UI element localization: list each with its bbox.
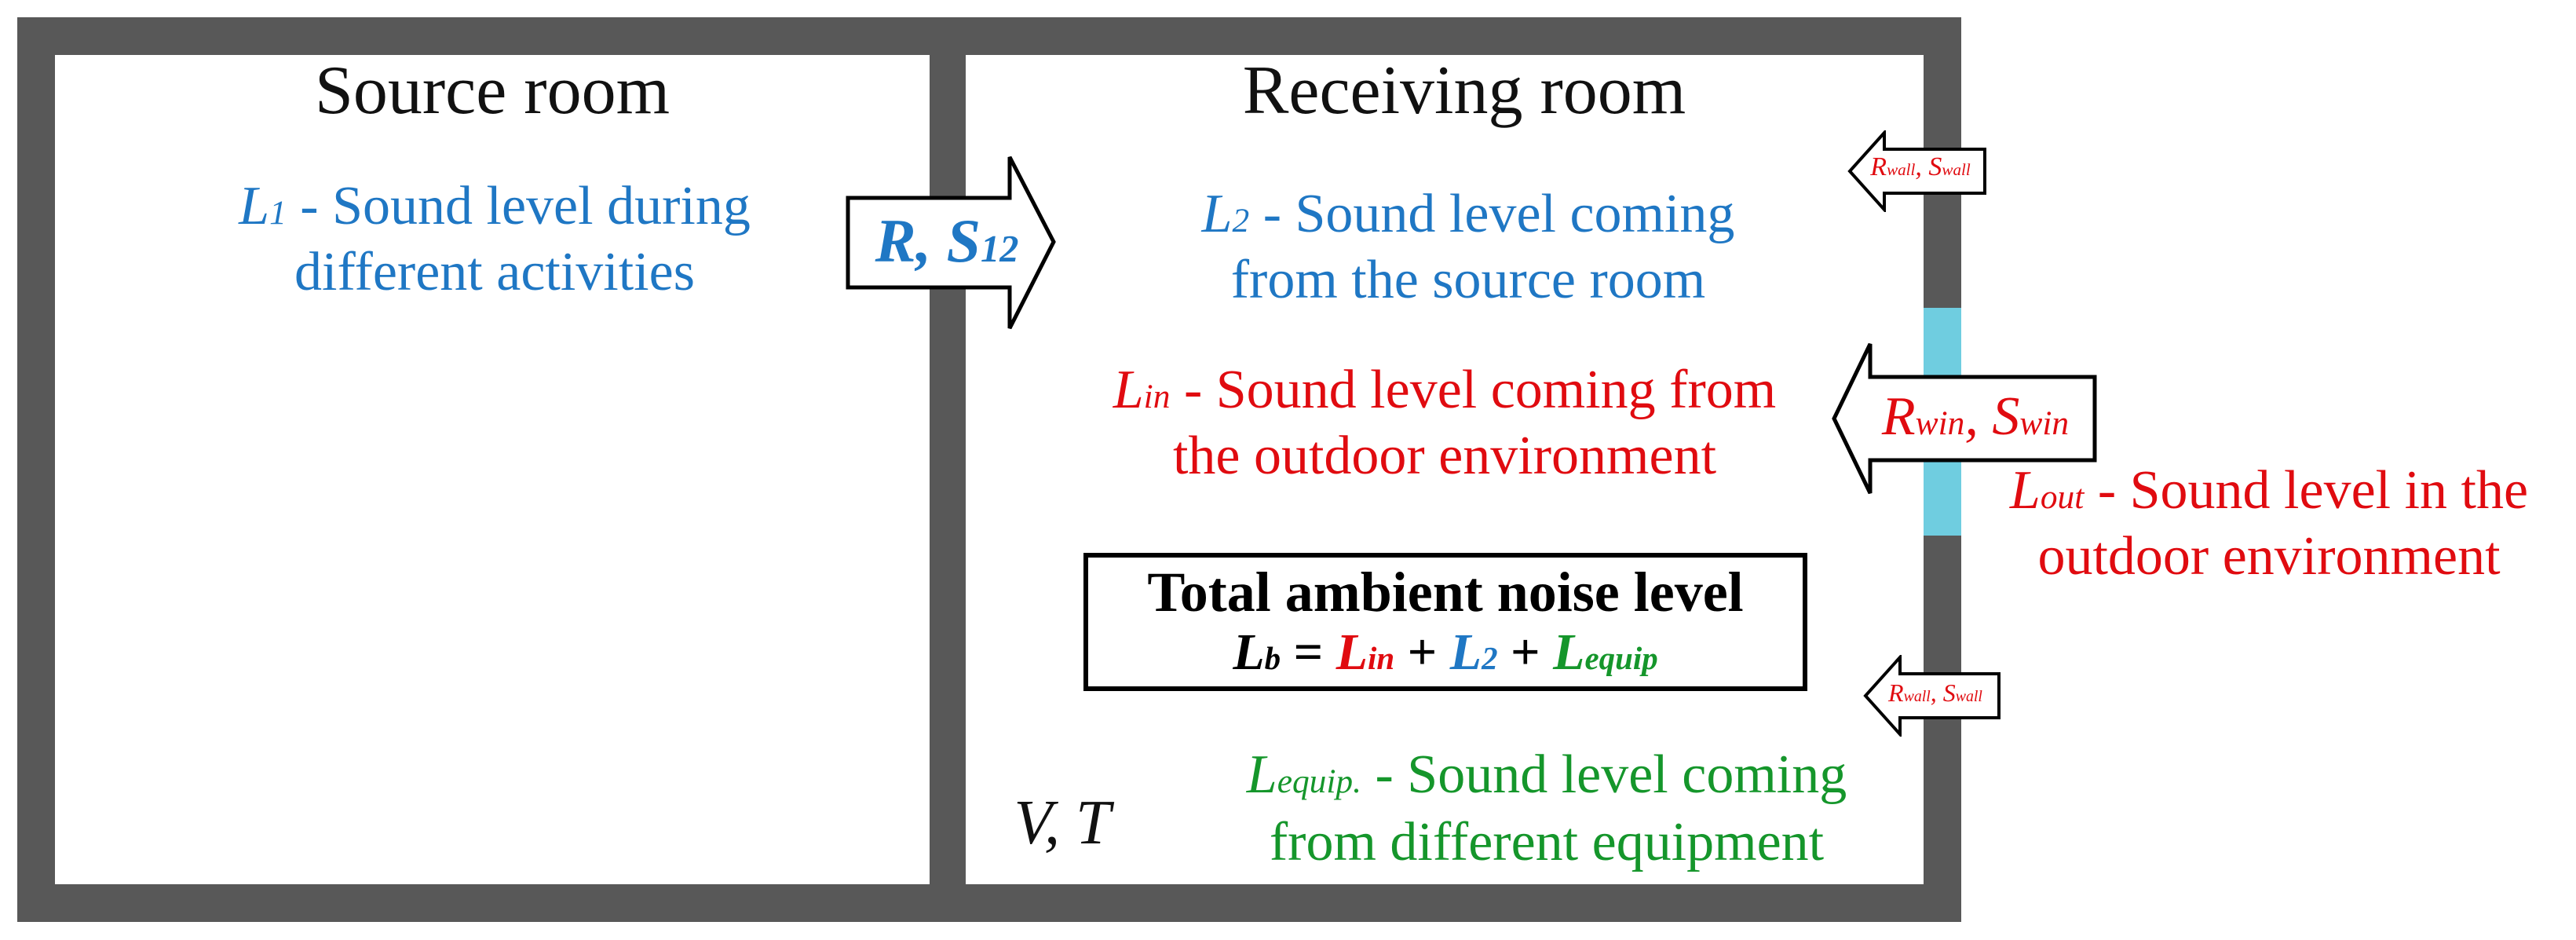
lequip-subscript: equip. — [1277, 763, 1361, 800]
wall-top-r: R — [1870, 152, 1887, 181]
wall-bottom-s: S — [1942, 678, 1956, 707]
receiving-room-title: Receiving room — [1242, 53, 1686, 129]
source-room-title: Source room — [314, 53, 670, 129]
wall-bottom-arrow-label: Rwall, Swall — [1873, 680, 1997, 705]
window-arrow-label: Rwin, Swin — [1858, 390, 2093, 444]
window-sep: , — [1964, 386, 1993, 447]
window-r-sub: win — [1915, 404, 1965, 442]
partition-transmission-arrow: R, S12 — [845, 154, 1057, 335]
l1-symbol: L — [239, 176, 270, 236]
lin-line1: - Sound level coming from — [1170, 360, 1777, 420]
lout-subscript: out — [2040, 478, 2085, 516]
l1-description: L1 - Sound level during different activi… — [118, 179, 871, 300]
window-arrow: Rwin, Swin — [1831, 341, 2098, 496]
wall-top-r-sub: wall — [1887, 160, 1916, 179]
partition-arrow-shape — [846, 155, 1056, 330]
total-noise-equation: Lb = Lin + L2 + Lequip — [1088, 627, 1803, 678]
lout-symbol: L — [2009, 460, 2041, 521]
lout-line1: - Sound level in the — [2084, 460, 2529, 521]
lequip-line1: - Sound level coming — [1361, 744, 1847, 805]
eq-lequip-subscript: equip — [1584, 641, 1658, 676]
wall-bottom-s-sub: wall — [1955, 688, 1982, 705]
l2-line1: - Sound level coming — [1249, 184, 1735, 244]
wall-top-sep: , — [1915, 152, 1929, 181]
window-s: S — [1992, 386, 2020, 447]
lb-symbol: L — [1233, 624, 1265, 681]
lb-subscript: b — [1264, 641, 1281, 676]
eq-l2-symbol: L — [1449, 624, 1482, 681]
wall-top-s-sub: wall — [1942, 160, 1971, 179]
wall-top-arrow: Rwall, Swall — [1847, 130, 1988, 212]
lin-line2: the outdoor environment — [1172, 426, 1717, 486]
source-room-area — [55, 55, 930, 884]
wall-top-arrow-shape — [1847, 130, 1986, 212]
lequip-description: Lequip. - Sound level coming from differ… — [1193, 748, 1900, 870]
plus-2: + — [1497, 624, 1554, 681]
wall-bottom-r: R — [1888, 678, 1904, 707]
partition-subscript: 12 — [981, 229, 1019, 270]
l1-line1: - Sound level during — [286, 176, 751, 236]
lin-symbol: L — [1113, 360, 1144, 420]
wall-top-s: S — [1928, 152, 1942, 181]
receiving-room-area — [966, 55, 1924, 884]
wall-bottom-sep: , — [1930, 678, 1943, 707]
lequip-line2: from different equipment — [1269, 812, 1825, 872]
l2-description: L2 - Sound level coming from the source … — [1083, 187, 1853, 308]
lout-description: Lout - Sound level in the outdoor enviro… — [1963, 463, 2575, 584]
wall-top-arrow-label: Rwall, Swall — [1858, 154, 1983, 181]
window-s-sub: win — [2019, 404, 2070, 442]
total-noise-title: Total ambient noise level — [1147, 561, 1744, 624]
lin-subscript: in — [1143, 378, 1171, 415]
wall-bottom-arrow: Rwall, Swall — [1862, 655, 2002, 737]
window-arrow-shape — [1832, 342, 2097, 495]
l2-line2: from the source room — [1230, 250, 1706, 310]
eq-l2-subscript: 2 — [1482, 641, 1498, 676]
volume-time-label: V, T — [1014, 788, 1111, 858]
l2-symbol: L — [1201, 184, 1233, 244]
partition-arrow-label: R, S12 — [868, 210, 1025, 272]
plus-1: + — [1394, 624, 1450, 681]
l1-line2: different activities — [294, 242, 695, 302]
partition-r-s: R, S — [875, 207, 981, 275]
eq-lin-symbol: L — [1336, 624, 1368, 681]
l1-subscript: 1 — [269, 194, 287, 232]
wall-bottom-arrow-shape — [1863, 655, 2001, 737]
window-r: R — [1881, 386, 1916, 447]
eq-lin-subscript: in — [1368, 641, 1395, 676]
eq-sign: = — [1281, 624, 1336, 681]
l2-subscript: 2 — [1232, 202, 1250, 240]
total-noise-box: Total ambient noise level Lb = Lin + L2 … — [1083, 553, 1807, 691]
lin-description: Lin - Sound level coming from the outdoo… — [1029, 363, 1861, 484]
lequip-symbol: L — [1246, 744, 1277, 805]
lout-line2: outdoor environment — [2037, 526, 2501, 587]
wall-bottom-r-sub: wall — [1903, 688, 1931, 705]
eq-lequip-symbol: L — [1553, 624, 1585, 681]
